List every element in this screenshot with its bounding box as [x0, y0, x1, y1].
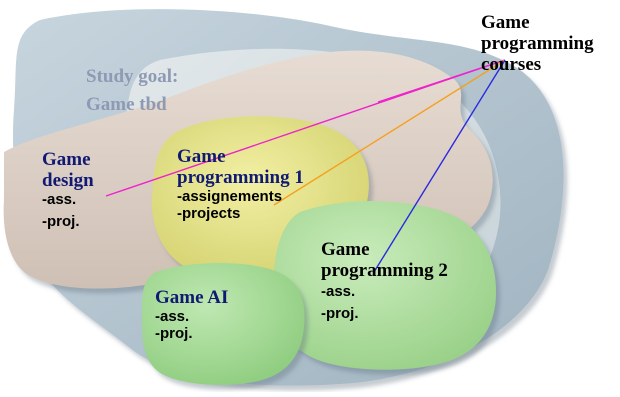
- game-ai-item-2: -proj.: [155, 325, 193, 342]
- game-ai-title: Game AI: [155, 287, 229, 308]
- game-programming-2-label: Game programming 2 -ass. -proj.: [321, 239, 448, 322]
- game-programming-1-item-1: -assignements: [177, 188, 283, 205]
- game-programming-1-title-line-2: programming 1: [177, 167, 304, 188]
- study-goal-label: Study goal: Game tbd: [86, 63, 178, 119]
- game-programming-2-item-1: -ass.: [321, 283, 356, 300]
- connector-line-game-programming-1: [273, 59, 506, 206]
- game-ai-label: Game AI -ass. -proj.: [155, 287, 228, 342]
- header-title: Game programming courses: [481, 12, 594, 75]
- connector-line-game-programming-2: [373, 59, 506, 273]
- header-title-line-1: Game: [481, 12, 530, 33]
- study-goal-line-1: Study goal:: [86, 66, 179, 87]
- game-design-title-line-2: design: [42, 170, 94, 191]
- game-programming-1-label: Game programming 1 -assignements -projec…: [177, 146, 304, 222]
- study-goal-line-2: Game tbd: [86, 94, 167, 115]
- connector-line-game-design: [105, 59, 506, 197]
- game-design-item-1: -ass.: [42, 191, 77, 208]
- connector-line-game-design-secondary: [377, 59, 506, 103]
- game-programming-1-title-line-1: Game: [177, 146, 226, 167]
- game-programming-2-title-line-1: Game: [321, 239, 370, 260]
- header-title-line-2: programming: [481, 33, 594, 54]
- game-ai-blob: [141, 263, 305, 385]
- game-design-item-2: -proj.: [42, 213, 80, 230]
- game-design-label: Game design -ass. -proj.: [42, 149, 94, 230]
- game-programming-1-item-2: -projects: [177, 205, 241, 222]
- game-design-title-line-1: Game: [42, 149, 91, 170]
- game-programming-2-title-line-2: programming 2: [321, 260, 448, 281]
- header-title-line-3: courses: [481, 54, 542, 75]
- game-ai-item-1: -ass.: [155, 308, 190, 325]
- game-programming-2-item-2: -proj.: [321, 305, 359, 322]
- game-programming-2-blob: [273, 200, 496, 370]
